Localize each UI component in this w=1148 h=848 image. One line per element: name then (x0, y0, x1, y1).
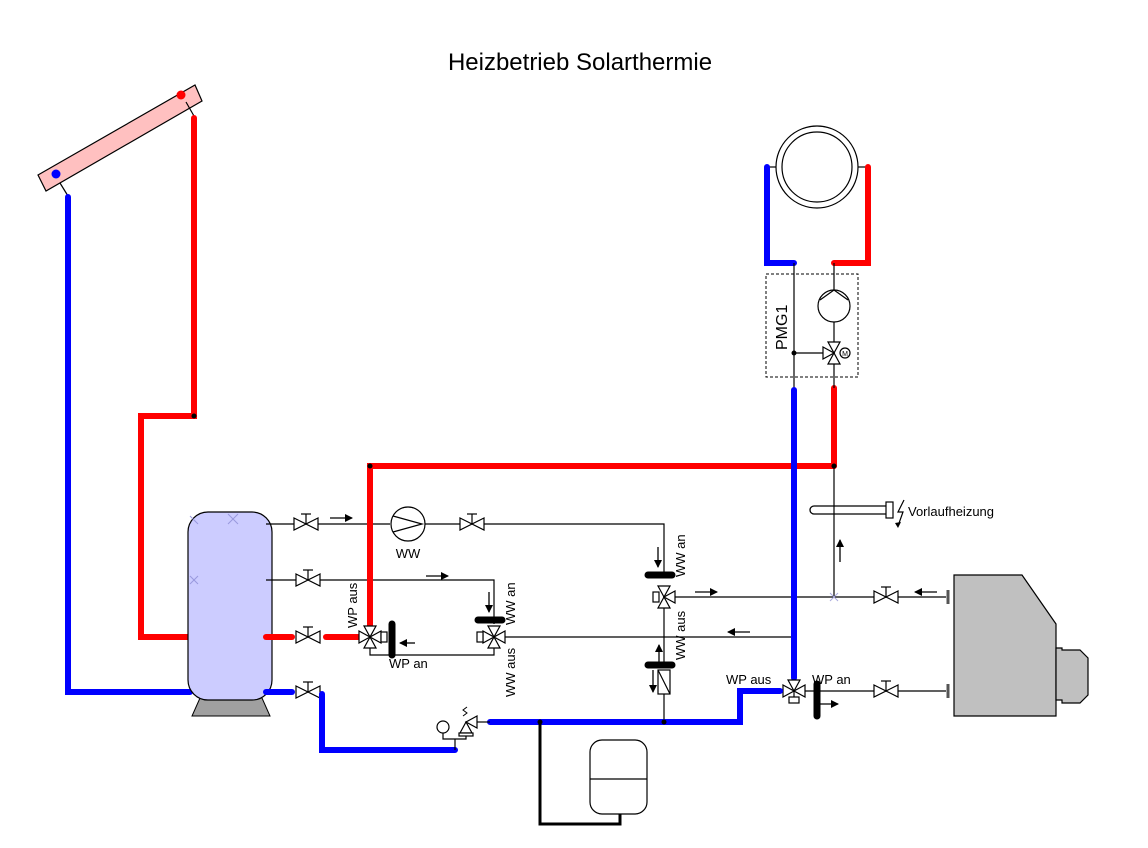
manometer-icon (436, 720, 450, 734)
motor-icon (839, 347, 851, 359)
diagram-title: Heizbetrieb Solarthermie (448, 49, 712, 76)
sensor-cross (829, 592, 839, 602)
shutoff-valve-5[interactable] (459, 513, 485, 531)
shutoff-valve-4[interactable] (295, 681, 321, 699)
tank-body (187, 511, 273, 701)
vessel-body (589, 739, 648, 815)
tank-return-pipe (319, 691, 458, 753)
valve-mid-ww-an-label: WW an (503, 582, 518, 625)
check-valve[interactable] (644, 661, 676, 695)
valve-right-ww-aus-label: WW aus (673, 610, 688, 660)
pmg1-group[interactable]: M (765, 263, 859, 388)
radiator-flow-pipe (831, 164, 871, 266)
bypass-pipe (369, 648, 495, 656)
radiator (767, 125, 868, 209)
heat-pump-fan (1055, 647, 1089, 704)
vorlaufheizung-label: Vorlaufheizung (908, 504, 994, 519)
three-way-valve-left[interactable] (358, 620, 396, 659)
system-return-pipe (487, 688, 783, 725)
collector-inlet-dot (51, 169, 61, 179)
collector-panel (37, 84, 203, 192)
shutoff-valve-7[interactable] (873, 680, 899, 698)
svg-text:M: M (842, 351, 848, 358)
flow-heater[interactable] (809, 499, 905, 528)
pmg1-frame (765, 273, 859, 378)
pump-ww-label: WW (396, 546, 421, 561)
expansion-vessel[interactable] (589, 739, 648, 815)
tank-base (191, 697, 271, 717)
buffer-tank (187, 511, 273, 717)
lightning-icon (897, 499, 905, 527)
mid-pipe (320, 579, 495, 624)
collector-outlet-stub (185, 101, 195, 117)
junction-dot (367, 463, 373, 469)
safety-group[interactable] (436, 706, 490, 750)
solar-collector (37, 84, 203, 197)
pump-ww[interactable] (390, 506, 426, 542)
three-way-valve-mid[interactable] (474, 616, 506, 649)
junction-dot (661, 719, 667, 725)
heat-pump-body (953, 574, 1057, 717)
radiator-return-pipe (764, 164, 797, 266)
solar-flow-pipe (138, 115, 197, 640)
collector-outlet-dot (176, 90, 186, 100)
heater-element (809, 505, 886, 515)
tank-sensor-marks (189, 513, 239, 585)
heater-head (885, 501, 894, 519)
solar-return-pipe (65, 194, 193, 695)
ww-pipe-c (484, 523, 665, 575)
expansion-pipe (538, 722, 622, 826)
junction-dot (791, 350, 797, 356)
valve-bottom-wp-an-label: WP an (812, 672, 851, 687)
junction-dot (191, 413, 197, 419)
pmg1-label: PMG1 (774, 305, 791, 350)
pmg1-mixer-top (826, 341, 842, 355)
shutoff-valve-6[interactable] (873, 586, 899, 604)
valve-bottom-wp-aus-label: WP aus (726, 672, 772, 687)
valve-left-wp-aus-label: WP aus (345, 582, 360, 628)
pmg1-pump (817, 289, 851, 323)
heating-flow-main (367, 463, 837, 632)
shutoff-valve-2[interactable] (295, 569, 321, 587)
pump-ww-glyph (392, 515, 425, 533)
pmg1-pump-glyph (819, 289, 849, 301)
shutoff-valve-3[interactable] (295, 626, 321, 644)
collector-inlet-stub (59, 182, 69, 197)
spring-icon (462, 706, 468, 717)
valve-right-ww-an-label: WW an (673, 534, 688, 577)
shutoff-valve-1[interactable] (293, 513, 319, 531)
three-way-valve-right[interactable] (644, 571, 676, 609)
heat-pump[interactable] (953, 574, 1089, 717)
three-way-valve-bottom[interactable] (782, 679, 821, 720)
valve-mid-ww-aus-label: WW aus (503, 647, 518, 697)
valve-left-wp-an-label: WP an (389, 656, 428, 671)
